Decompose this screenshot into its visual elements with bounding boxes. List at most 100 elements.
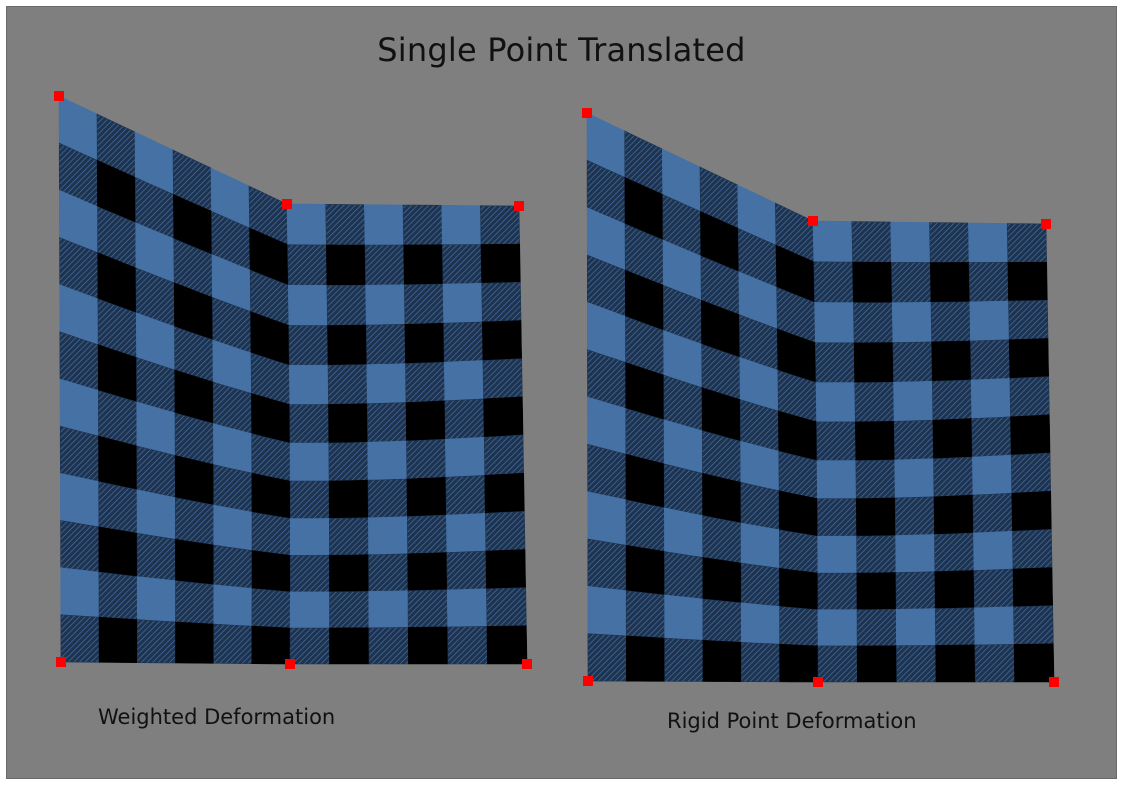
plaid-cell [894, 458, 935, 499]
plaid-cell [136, 489, 176, 540]
plaid-cell [933, 456, 974, 498]
plaid-cell [971, 416, 1012, 458]
plaid-cell [482, 358, 523, 400]
plaid-cell [407, 589, 448, 628]
plaid-cell [175, 621, 214, 664]
plaid-cell [853, 302, 894, 344]
plaid-cell [287, 284, 328, 326]
control-point-handle[interactable] [582, 108, 592, 118]
plaid-cell [856, 572, 897, 610]
plaid-cell [443, 321, 484, 363]
plaid-cell [60, 567, 100, 618]
plaid-cell [894, 496, 935, 536]
plaid-cell [891, 262, 932, 303]
control-point-handle[interactable] [808, 216, 818, 226]
plaid-cell [175, 538, 214, 586]
plaid-cell [98, 526, 138, 577]
plaid-cell [1010, 414, 1051, 456]
plaid-cell [1012, 567, 1054, 608]
plaid-cell [970, 378, 1011, 419]
plaid-cell [890, 221, 931, 263]
control-point-handle[interactable] [54, 91, 64, 101]
control-point-handle[interactable] [522, 659, 532, 669]
plaid-cell [328, 517, 369, 556]
plaid-cell [929, 222, 970, 263]
plaid-cell [136, 532, 176, 582]
plaid-cell [814, 302, 855, 344]
control-point-handle[interactable] [583, 676, 593, 686]
plaid-cell [851, 221, 892, 263]
plaid-cell [702, 472, 742, 524]
plaid-cell [1006, 223, 1048, 263]
plaid-cell [854, 381, 895, 423]
plaid-cell [587, 538, 627, 591]
plaid-cell [1013, 605, 1054, 645]
plaid-cell [444, 436, 486, 478]
plaid-cell [971, 454, 1013, 496]
plaid-cell [174, 497, 214, 546]
plaid-cell [441, 244, 483, 285]
plaid-cell [59, 425, 100, 482]
plaid-cell [895, 571, 936, 610]
plaid-cell [213, 623, 253, 665]
plaid-cell [702, 557, 742, 604]
plaid-cell [856, 645, 898, 683]
plaid-cell [855, 459, 896, 499]
rigid-deformation-mesh [582, 108, 1059, 687]
plaid-cell [441, 204, 482, 245]
plaid-cell [932, 418, 973, 460]
plaid-cell [60, 520, 100, 573]
control-point-handle[interactable] [514, 201, 524, 211]
plaid-cell [1008, 338, 1050, 379]
plaid-cell [443, 360, 484, 402]
plaid-cell [442, 282, 483, 324]
plaid-cell [367, 516, 409, 556]
plaid-cell [213, 464, 253, 513]
plaid-cell [934, 570, 975, 609]
plaid-cell [891, 301, 933, 343]
control-point-handle[interactable] [1049, 677, 1059, 687]
control-point-handle[interactable] [285, 659, 295, 669]
control-point-handle[interactable] [1041, 219, 1051, 229]
plaid-cell [251, 625, 291, 665]
plaid-cell [664, 594, 704, 641]
plaid-cell [251, 550, 291, 593]
plaid-cell [213, 504, 253, 551]
plaid-cell [486, 587, 527, 627]
plaid-cell [402, 204, 443, 246]
weighted-deformation-label: Weighted Deformation [98, 705, 336, 729]
plaid-cell [486, 625, 528, 665]
plaid-cell [405, 361, 446, 403]
plaid-cell [289, 627, 330, 665]
plaid-cell [325, 244, 366, 286]
plaid-cell [327, 364, 368, 405]
plaid-cell [406, 514, 448, 555]
plaid-cell [1011, 490, 1052, 532]
plaid-cell [328, 403, 369, 444]
plaid-cell [213, 544, 253, 589]
control-point-handle[interactable] [282, 199, 292, 209]
plaid-cell [446, 588, 488, 628]
plaid-cell [289, 591, 330, 629]
plaid-cell [853, 342, 894, 383]
plaid-cell [329, 591, 370, 629]
plaid-cell [779, 643, 819, 683]
plaid-cell [365, 284, 406, 326]
plaid-cell [327, 324, 368, 366]
plaid-cell [368, 553, 409, 592]
plaid-cell [286, 203, 327, 246]
plaid-cell [895, 608, 937, 647]
control-point-handle[interactable] [56, 657, 66, 667]
plaid-cell [855, 497, 896, 537]
control-point-handle[interactable] [813, 677, 823, 687]
plaid-cell [288, 325, 329, 366]
plaid-cell [367, 440, 408, 481]
plaid-cell [368, 590, 409, 629]
plaid-cell [934, 607, 976, 646]
plaid-cell [817, 535, 858, 574]
plaid-cell [625, 544, 665, 596]
plaid-cell [931, 340, 972, 382]
plaid-cell [967, 222, 1009, 263]
plaid-cell [328, 441, 369, 482]
